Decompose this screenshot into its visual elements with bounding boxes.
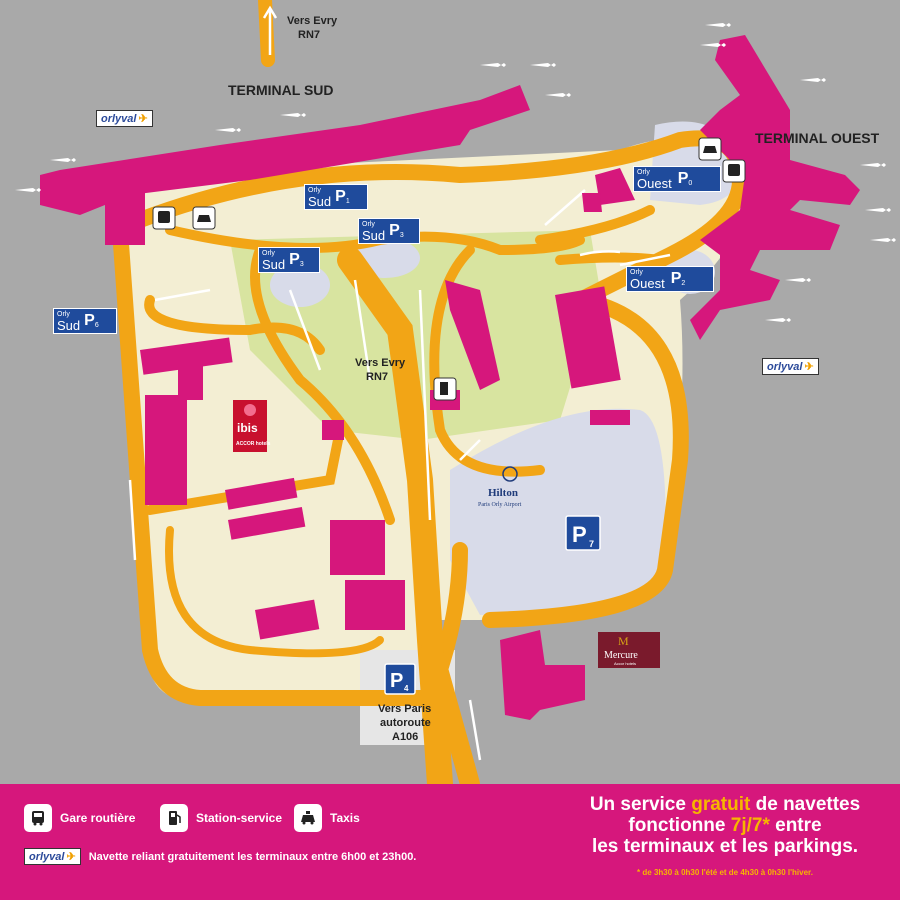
shuttle-arrows: [128, 5, 671, 761]
legend-fuel: Station-service: [160, 804, 282, 832]
taxi-icon: [197, 215, 211, 222]
fuel-pump-icon: [160, 804, 188, 832]
center-direction-label: Vers Evry: [355, 357, 406, 369]
plane-icon: [700, 43, 726, 47]
ibis-label: ibis: [237, 421, 258, 435]
plane-icon: [865, 208, 891, 212]
hilton-logo: Hilton Paris Orly Airport: [478, 466, 522, 508]
top-direction-label: Vers Evry: [287, 15, 338, 27]
top-route-label: RN7: [298, 29, 320, 41]
road-network: [112, 0, 749, 784]
bus-stop-sud: [152, 206, 176, 230]
parking-badge-p4: P 4: [384, 663, 416, 695]
legend-taxi: Taxis: [294, 804, 360, 832]
orlyval-logo-icon: ✈: [138, 113, 148, 125]
terminal-ouest-label: TERMINAL OUEST: [755, 130, 880, 146]
plane-icon: [50, 158, 76, 162]
plane-icon: [15, 188, 41, 192]
plane-icon: [280, 113, 306, 117]
mercure-logo: M Mercure Accor hotels: [598, 632, 660, 668]
bus-icon: [24, 804, 52, 832]
plane-icon: [530, 63, 556, 67]
legend-orlyval: orlyval✈ Navette reliant gratuitement le…: [24, 848, 416, 865]
bus-icon: [158, 211, 170, 223]
taxi-icon: [294, 804, 322, 832]
plane-icon: [545, 93, 571, 97]
terminal-sud-building: [40, 85, 530, 215]
terminal-sud-label: TERMINAL SUD: [228, 82, 334, 98]
ibis-sub-label: ACCOR hotels: [236, 441, 271, 447]
svg-text:7: 7: [589, 539, 594, 549]
bottom-direction-label-1: Vers Paris: [378, 703, 431, 715]
fuel-station: [433, 377, 457, 401]
orlyval-badge: orlyval✈: [24, 848, 81, 865]
parking-area-p7: [450, 408, 666, 615]
taxi-icon: [703, 146, 717, 153]
aircraft: [15, 23, 896, 322]
hilton-label: Hilton: [488, 487, 518, 499]
legend-panel: Gare routière Station-service Taxis orly…: [0, 784, 900, 900]
svg-text:P: P: [572, 522, 587, 547]
plane-icon: [705, 23, 731, 27]
plane-icon: [870, 238, 896, 242]
parking-area-p3: [270, 263, 330, 307]
orlyval-logo-icon: ✈: [66, 851, 76, 863]
mercure-building: [500, 630, 585, 720]
bottom-direction-label-2: autoroute: [380, 717, 431, 729]
mercure-label: Mercure: [604, 650, 638, 661]
orlyval-badge-ouest: orlyval✈: [762, 358, 819, 375]
plane-icon: [860, 163, 886, 167]
svg-text:P: P: [390, 670, 403, 692]
taxi-stop-sud: [192, 206, 216, 230]
center-route-label: RN7: [366, 371, 388, 383]
orlyval-logo-icon: ✈: [804, 361, 814, 373]
parking-badge-p7: P 7: [565, 515, 601, 551]
taxi-stop-ouest: [698, 137, 722, 161]
ibis-logo: ibis ACCOR hotels: [233, 400, 271, 452]
terminal-buildings: [40, 35, 860, 720]
terminal-ouest-building: [690, 35, 860, 340]
svg-text:M: M: [618, 634, 629, 648]
orlyval-badge-sud: orlyval✈: [96, 110, 153, 127]
plane-icon: [215, 128, 241, 132]
plane-icon: [480, 63, 506, 67]
bus-stop-ouest: [722, 159, 746, 183]
hilton-sub-label: Paris Orly Airport: [478, 502, 522, 508]
plane-icon: [785, 278, 811, 282]
plane-icon: [800, 78, 826, 82]
bottom-direction-label-3: A106: [392, 731, 418, 743]
promo-footnote: * de 3h30 à 0h30 l'été et de 4h30 à 0h30…: [637, 868, 813, 877]
bus-icon: [728, 164, 740, 176]
promo-text: Un service gratuit de navettes fonctionn…: [589, 794, 861, 857]
mercure-sub-label: Accor hotels: [614, 661, 636, 666]
plane-icon: [765, 318, 791, 322]
legend-bus: Gare routière: [24, 804, 135, 832]
fuel-pump-icon: [440, 382, 448, 395]
svg-text:4: 4: [404, 684, 409, 693]
